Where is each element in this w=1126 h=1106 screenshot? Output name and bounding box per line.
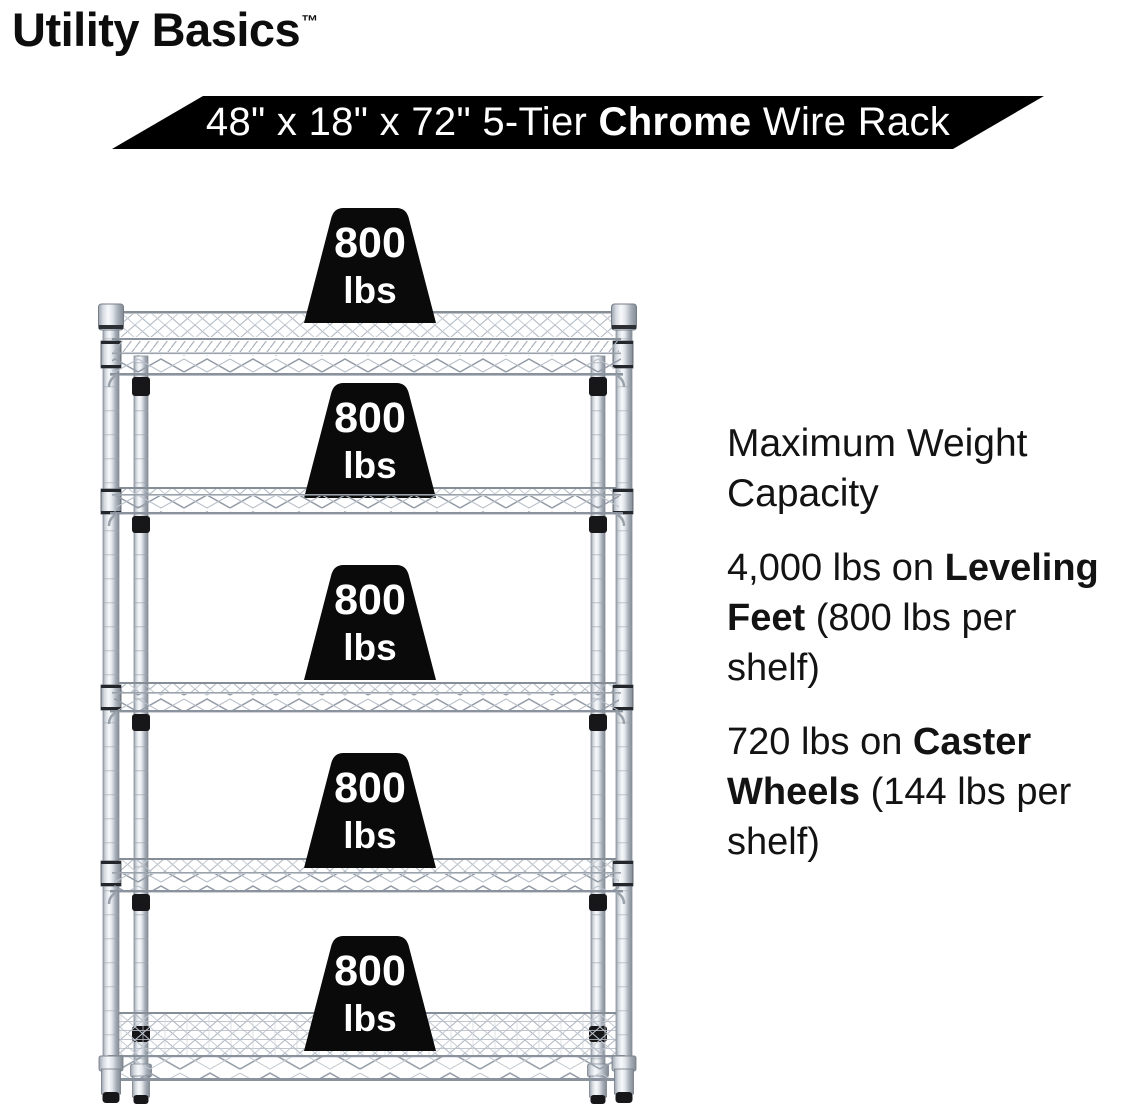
p2-text-2: (144 lbs per	[860, 771, 1072, 813]
weight-value: 800	[334, 947, 406, 995]
shelf-collars	[132, 377, 607, 911]
p2-bold-caster: Caster	[912, 721, 1032, 763]
shelf-4-front-band	[107, 872, 626, 905]
shelf-1-front-band	[107, 338, 626, 388]
shelf-2-front-band	[107, 494, 626, 527]
weight-unit: lbs	[343, 815, 397, 856]
trademark-symbol: ™	[301, 12, 318, 32]
weight-value: 800	[334, 394, 406, 442]
p2-text-3: shelf)	[727, 821, 820, 863]
p1-bold-feet: Feet	[727, 597, 806, 639]
weight-unit: lbs	[343, 270, 397, 311]
weight-value: 800	[334, 219, 406, 267]
banner-finish: Chrome	[598, 100, 752, 144]
weight-value: 800	[334, 576, 406, 624]
weight-unit: lbs	[343, 445, 397, 486]
banner-product-type: Wire Rack	[751, 100, 951, 144]
p1-text-3: shelf)	[727, 647, 820, 689]
shelf-3-front-band	[107, 692, 626, 725]
p1-bold-leveling: Leveling	[944, 547, 1099, 589]
p1-text: 4,000 lbs on	[727, 547, 945, 589]
p2-text: 720 lbs on	[727, 721, 913, 763]
brand-logo: Utility Basics™	[12, 2, 318, 57]
banner-text: 48" x 18" x 72" 5-Tier Chrome Wire Rack	[206, 100, 950, 145]
heading-line-2: Capacity	[727, 472, 879, 515]
heading-line-1: Maximum Weight	[727, 422, 1028, 465]
banner-dimensions: 48" x 18" x 72" 5-Tier	[205, 100, 599, 144]
outer-posts	[102, 306, 633, 1059]
weight-unit: lbs	[343, 998, 397, 1039]
product-title-banner: 48" x 18" x 72" 5-Tier Chrome Wire Rack	[112, 96, 1044, 149]
post-sleeves	[100, 340, 634, 887]
leveling-feet	[98, 1055, 637, 1103]
post-caps	[98, 303, 637, 331]
shelf-5-front-band	[104, 1055, 629, 1093]
weight-value: 800	[334, 764, 406, 812]
p1-text-2: (800 lbs per	[805, 597, 1017, 639]
weight-unit: lbs	[343, 627, 397, 668]
p2-bold-wheels: Wheels	[727, 771, 861, 813]
brand-name: Utility Basics	[12, 3, 301, 56]
